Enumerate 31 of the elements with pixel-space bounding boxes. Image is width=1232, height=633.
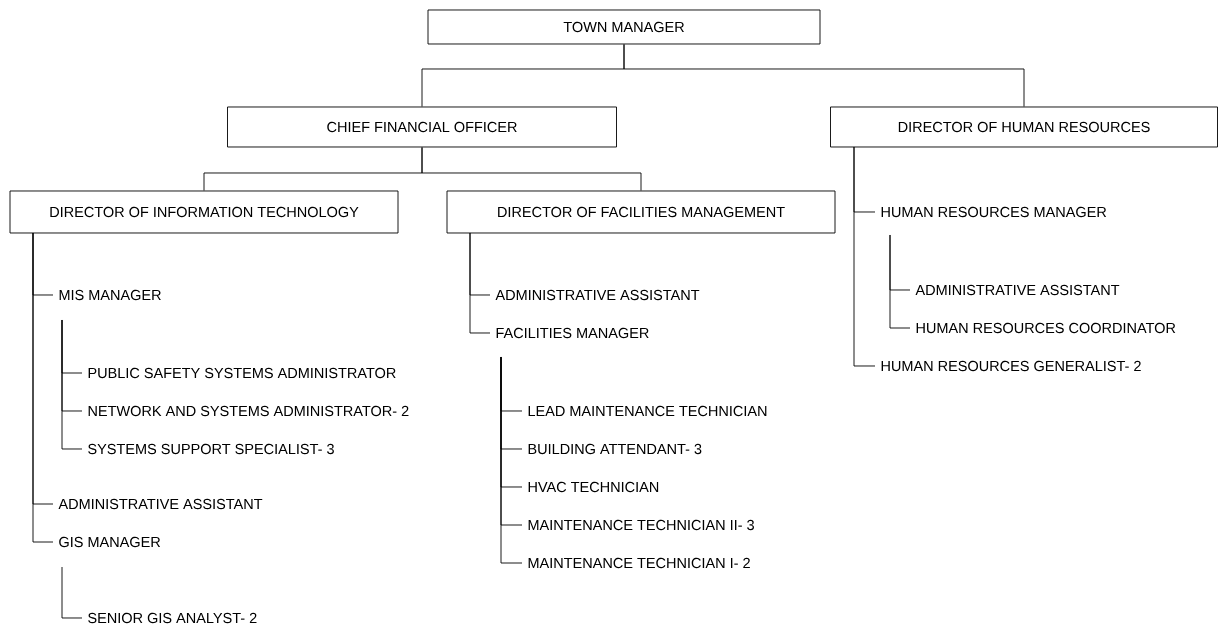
position-box: DIRECTOR OF HUMAN RESOURCES xyxy=(830,106,1218,148)
position-box: CHIEF FINANCIAL OFFICER xyxy=(227,106,617,148)
position-label: HUMAN RESOURCES MANAGER xyxy=(881,206,1107,218)
connector-line xyxy=(889,234,911,329)
position-label: MAINTENANCE TECHNICIAN I- 2 xyxy=(528,557,750,569)
position-label: SENIOR GIS ANALYST- 2 xyxy=(88,612,257,624)
position-label: HUMAN RESOURCES GENERALIST- 2 xyxy=(881,360,1141,372)
position-label: FACILITIES MANAGER xyxy=(496,327,649,339)
connector-line xyxy=(500,356,523,564)
position-label: NETWORK AND SYSTEMS ADMINISTRATOR- 2 xyxy=(88,405,409,417)
connector-line xyxy=(421,147,642,191)
position-label: LEAD MAINTENANCE TECHNICIAN xyxy=(528,405,767,417)
position-label: GIS MANAGER xyxy=(59,536,161,548)
position-label: HVAC TECHNICIAN xyxy=(528,481,659,493)
position-label: ADMINISTRATIVE ASSISTANT xyxy=(915,284,1120,296)
position-label: MIS MANAGER xyxy=(59,289,161,301)
position-box: TOWN MANAGER xyxy=(427,9,821,45)
position-label: ADMINISTRATIVE ASSISTANT xyxy=(58,498,263,510)
position-label: SYSTEMS SUPPORT SPECIALIST- 3 xyxy=(88,443,334,455)
connector-line xyxy=(61,319,83,450)
position-box: DIRECTOR OF FACILITIES MANAGEMENT xyxy=(446,190,836,234)
position-box: DIRECTOR OF INFORMATION TECHNOLOGY xyxy=(9,190,399,234)
position-label: HUMAN RESOURCES COORDINATOR xyxy=(916,322,1176,334)
connector-line xyxy=(469,232,491,334)
connector-line xyxy=(61,566,83,619)
position-label: BUILDING ATTENDANT- 3 xyxy=(528,443,702,455)
position-label: MAINTENANCE TECHNICIAN II- 3 xyxy=(528,519,754,531)
connector-line xyxy=(853,146,876,367)
connector-line xyxy=(623,44,1025,107)
position-label: PUBLIC SAFETY SYSTEMS ADMINISTRATOR xyxy=(88,367,396,379)
position-label: ADMINISTRATIVE ASSISTANT xyxy=(495,289,700,301)
